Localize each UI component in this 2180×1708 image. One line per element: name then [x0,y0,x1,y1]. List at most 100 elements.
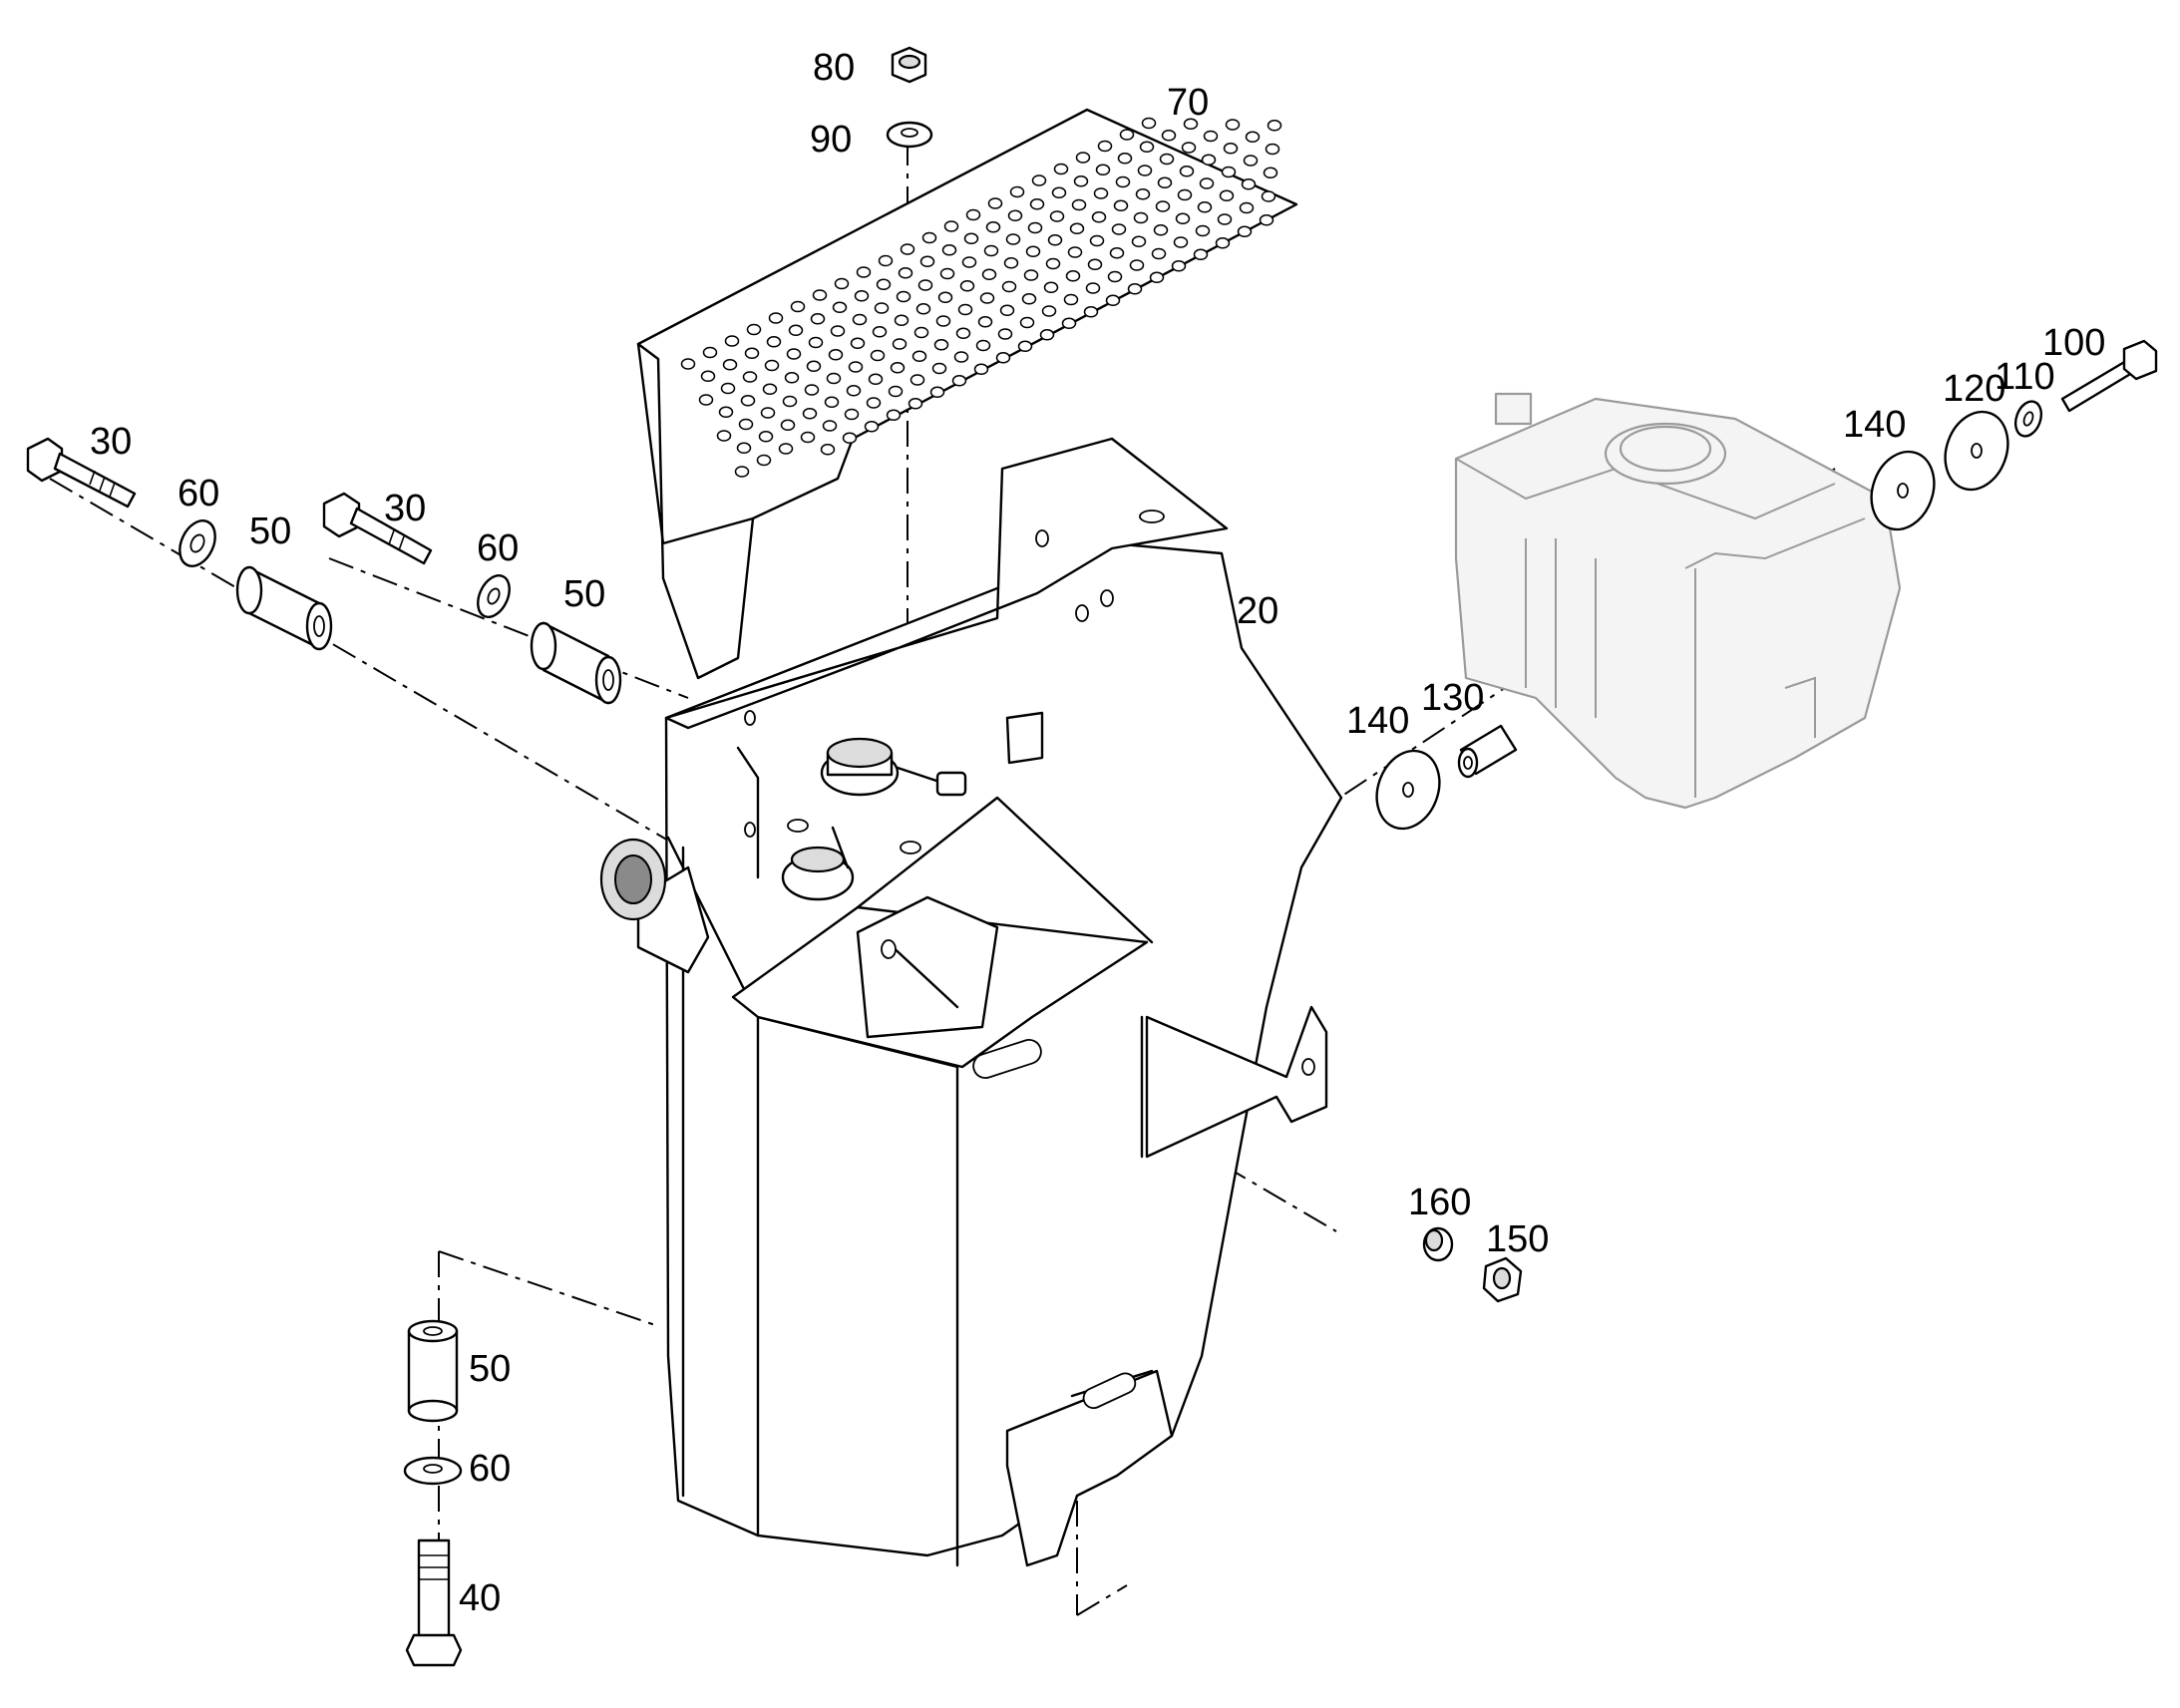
perforation-hole [1177,188,1193,201]
callout-120: 120 [1943,368,2005,410]
perforation-hole [1025,245,1041,258]
sleeve-50-left [235,565,333,651]
perforation-hole [806,360,822,373]
perforation-hole [852,313,868,326]
perforation-hole [734,466,750,478]
sleeve-50-bottom [407,1319,459,1423]
perforation-hole [1203,130,1219,143]
perforation-hole [778,443,794,455]
perforation-hole [890,362,906,374]
perforation-hole [985,221,1001,233]
perforation-hole [740,395,756,407]
perforation-hole [1141,117,1157,130]
perforation-hole [1225,119,1241,131]
perforation-hole [832,301,848,314]
perforation-hole [736,442,752,455]
perforation-hole [888,385,904,398]
perforation-hole [822,420,838,432]
perforation-hole [866,397,882,409]
bolt-100 [2060,339,2158,413]
callout-100: 100 [2042,322,2105,364]
perforation-hole [908,398,923,410]
perforation-hole [854,290,870,302]
perforation-hole [1153,224,1169,236]
perforation-hole [1083,306,1099,318]
bolt-30-left [26,437,137,509]
spacer-160 [1422,1226,1454,1262]
perforation-hole [1005,233,1021,245]
washer-60-left [179,519,216,567]
callout-50-left: 50 [249,511,291,552]
washer-120 [1944,410,2009,492]
perforation-hole [1193,248,1209,261]
perforation-hole [997,328,1013,340]
callout-160: 160 [1408,1182,1471,1223]
perforation-hole [1131,235,1147,248]
perforation-hole [1127,283,1143,295]
perforation-hole [955,327,971,340]
washer-140-upper [1870,450,1936,531]
washer-60-bottom [403,1456,463,1486]
perforation-hole [1119,129,1135,141]
perforation-hole [1085,282,1101,294]
perforation-hole [1159,153,1175,166]
perforation-hole [896,290,911,303]
perforation-hole [1223,143,1239,155]
perforation-hole [1107,270,1123,283]
perforation-hole [911,350,927,363]
perforation-hole [1237,225,1253,238]
perforation-hole [959,280,975,292]
perforation-hole [746,323,762,336]
perforation-hole [742,371,758,383]
perforation-hole [868,373,884,386]
perforation-hole [804,384,820,396]
callout-150: 150 [1486,1218,1549,1260]
perforation-hole [1265,143,1280,156]
perforation-hole [764,359,780,372]
callout-90: 90 [810,119,852,161]
sleeve-130 [1457,724,1518,779]
perforation-hole [1259,214,1274,226]
bolt-40 [405,1538,463,1667]
perforation-hole [1087,258,1103,271]
perforation-hole [1111,223,1127,235]
perforation-hole [842,432,858,445]
perforation-hole [1039,329,1055,341]
perforation-hole [1043,281,1059,294]
perforation-hole [951,375,967,387]
perforation-hole [1091,211,1107,223]
perforation-hole [1075,152,1091,164]
perforation-hole [1135,188,1151,200]
perforation-hole [1201,154,1217,167]
perforation-hole [1053,163,1069,175]
perforation-hole [900,243,915,255]
washer-90 [886,121,933,149]
callout-70: 70 [1167,82,1209,124]
perforation-hole [1157,176,1173,189]
perforation-hole [1171,260,1187,272]
perforation-hole [830,325,846,337]
perforation-hole [898,267,913,279]
perforation-hole [957,303,973,316]
perforation-hole [780,419,796,432]
perforation-hole [886,409,902,422]
callout-140-upper: 140 [1843,404,1906,446]
expansion-tank [1454,392,1902,810]
perforation-hole [1105,294,1121,307]
perforation-hole [1041,305,1057,317]
perforation-hole [812,289,828,301]
perforation-hole [1161,130,1177,142]
perforation-hole [1155,200,1171,212]
perforation-hole [1241,178,1257,190]
perforation-hole [1045,257,1061,270]
perforation-hole [828,349,844,361]
perforation-hole [738,418,754,431]
perforation-hole [702,346,718,359]
perforation-hole [937,291,953,304]
perforation-hole [826,372,842,385]
callout-labels: 80 90 70 30 60 50 30 60 50 20 100 120 11… [90,47,2105,1619]
perforation-hole [1065,270,1081,282]
perforation-hole [1097,140,1113,153]
perforation-hole [720,382,736,395]
perforation-hole [1137,165,1153,176]
